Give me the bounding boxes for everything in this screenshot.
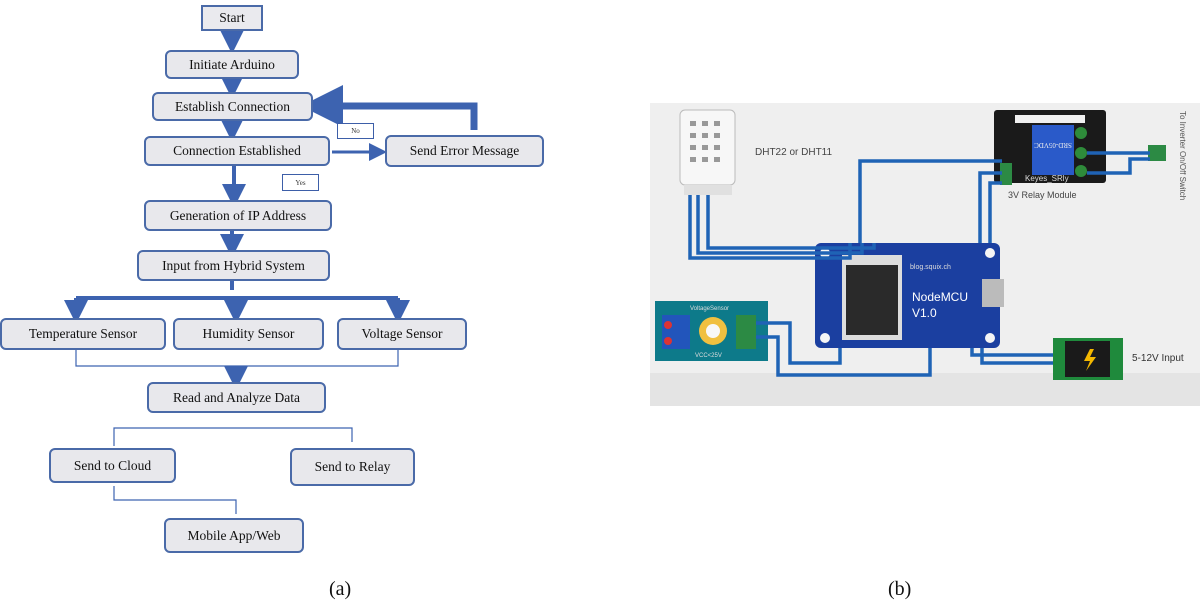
relay-label: 3V Relay Module [1008, 190, 1077, 200]
caption-a: (a) [329, 578, 352, 600]
mobile-app-web-node: Mobile App/Web [164, 518, 304, 553]
svg-text:SRD-05VDC: SRD-05VDC [1034, 141, 1072, 149]
nodemcu-url: blog.squix.ch [910, 264, 951, 271]
input-label: 5-12V Input [1132, 353, 1184, 364]
dht-label: DHT22 or DHT11 [755, 147, 832, 158]
generation-of-ip-step: Generation of IP Address [144, 200, 332, 231]
initiate-arduino-step: Initiate Arduino [165, 50, 299, 79]
dht-sensor [679, 109, 736, 195]
nodemcu-board [815, 243, 1004, 348]
send-to-relay-node: Send to Relay [290, 448, 415, 486]
no-label: No [337, 123, 374, 139]
relay-module: SRD-05VDC [994, 110, 1106, 185]
dc-input-jack [1053, 338, 1123, 380]
temperature-sensor-node: Temperature Sensor [0, 318, 166, 350]
relay-text: Keyes_SRly [1025, 174, 1069, 183]
caption-b: (b) [888, 578, 912, 600]
send-error-message-step: Send Error Message [385, 135, 544, 167]
nodemcu-version: V1.0 [912, 306, 937, 320]
start-node: Start [201, 5, 263, 31]
voltage-sensor-label: VoltageSensor [690, 306, 729, 312]
humidity-sensor-node: Humidity Sensor [173, 318, 324, 350]
connection-established-decision: Connection Established [144, 136, 330, 166]
voltage-sensor-board [655, 301, 768, 361]
nodemcu-label: NodeMCU [912, 290, 968, 304]
flowchart-connectors [64, 30, 478, 514]
send-to-cloud-node: Send to Cloud [49, 448, 176, 483]
circuit-diagram: DHT22 or DHT11 SRD-05VDC Keyes_SRly 3V R… [650, 103, 1200, 406]
yes-label: Yes [282, 174, 319, 191]
establish-connection-step: Establish Connection [152, 92, 313, 121]
input-hybrid-system-step: Input from Hybrid System [137, 250, 330, 281]
read-analyze-data-step: Read and Analyze Data [147, 382, 326, 413]
voltage-sensor-node: Voltage Sensor [337, 318, 467, 350]
voltage-sensor-sub: VCC<25V [695, 353, 722, 359]
inverter-label: To Inverter On/Off Switch [1178, 111, 1187, 200]
